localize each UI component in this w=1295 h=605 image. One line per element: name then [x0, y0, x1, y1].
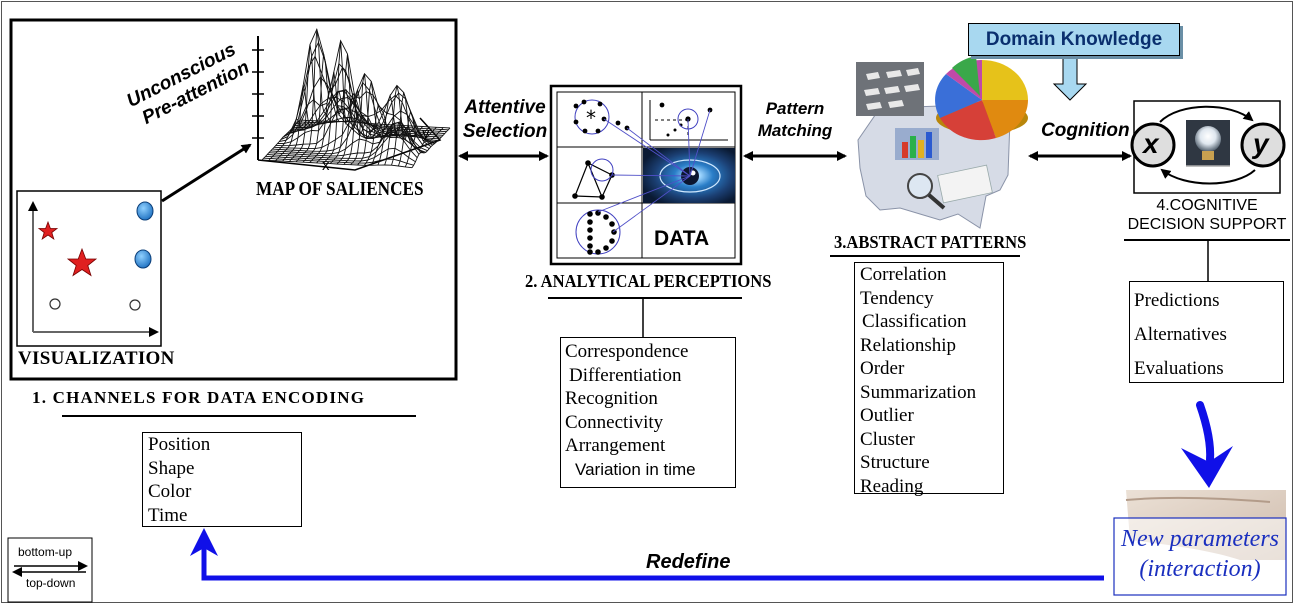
- abstract-patterns-collage: [856, 56, 1028, 229]
- new-parameters-label[interactable]: New parameters (interaction): [1114, 524, 1286, 584]
- circle-icon: [129, 299, 141, 311]
- data-cell-label: DATA: [654, 227, 710, 250]
- channel-item: Shape: [148, 457, 195, 479]
- pattern-item: Cluster: [860, 428, 915, 450]
- lightbulb-icon: [1195, 126, 1221, 152]
- channel-item: Time: [148, 504, 188, 526]
- stage4-title-line-2: DECISION SUPPORT: [1127, 216, 1287, 233]
- perception-item: Arrangement: [565, 435, 666, 456]
- pattern-item: Tendency: [860, 287, 934, 309]
- surface-plot-icon: [252, 27, 451, 171]
- cognitive-y-label: y: [1253, 128, 1269, 159]
- perception-item: Variation in time: [575, 459, 696, 479]
- encoding-channels-list: Position Shape Color Time: [142, 432, 302, 527]
- preattention-arrow: [161, 143, 252, 203]
- new-parameters-box[interactable]: [1113, 517, 1287, 596]
- pattern-line-2: Matching: [757, 121, 833, 140]
- circle-icon: [136, 201, 154, 221]
- redefine-arrow: [190, 528, 1104, 581]
- cognition-label: Cognition: [1041, 120, 1130, 141]
- pattern-item: Correlation: [860, 264, 947, 285]
- pattern-line-1: Pattern: [765, 99, 825, 118]
- surface-axis-y: y: [422, 125, 430, 142]
- channel-item: Position: [148, 434, 211, 455]
- stage1-title: 1. CHANNELS FOR DATA ENCODING: [32, 388, 366, 407]
- attentive-line-2: Selection: [462, 121, 548, 142]
- feedback-down-arrow: [1181, 401, 1233, 488]
- stage2-title: 2. ANALYTICAL PERCEPTIONS: [525, 271, 772, 291]
- stage4-title-line-1: 4.COGNITIVE: [1156, 197, 1258, 214]
- pattern-item: Order: [860, 358, 905, 379]
- surface-axis-x: x: [322, 157, 330, 174]
- pattern-item: Classification: [862, 311, 967, 332]
- pattern-matching-label: Pattern Matching: [754, 98, 836, 142]
- cognitive-x-label: x: [1143, 128, 1159, 159]
- svg-text:*: *: [586, 106, 596, 130]
- analytical-perceptions-list: Correspondence Differentiation Recogniti…: [560, 337, 736, 488]
- circle-icon: [49, 298, 61, 310]
- pie-chart-icon: [935, 56, 1028, 141]
- domain-knowledge-box: Domain Knowledge: [968, 23, 1180, 56]
- redefine-label: Redefine: [646, 551, 731, 573]
- cognitive-box: [1130, 100, 1286, 194]
- abstract-patterns-list: Correlation Tendency Classification Rela…: [854, 262, 1004, 497]
- star-icon: [66, 247, 98, 277]
- perception-item: Recognition: [565, 388, 658, 409]
- stage4-title: 4.COGNITIVE DECISION SUPPORT: [1124, 196, 1290, 234]
- attentive-selection-label: Attentive Selection: [460, 96, 550, 144]
- new-parameters-line-1: New parameters: [1121, 526, 1279, 552]
- pattern-item: Structure: [860, 452, 930, 473]
- pattern-item: Reading: [860, 475, 924, 497]
- new-parameters-line-2: (interaction): [1139, 556, 1261, 582]
- perception-item: Connectivity: [565, 411, 664, 433]
- domain-knowledge-arrow: [1052, 54, 1088, 101]
- star-icon: [37, 220, 59, 240]
- legend-top-down: top-down: [26, 576, 76, 590]
- legend-bottom-up: bottom-up: [18, 545, 73, 559]
- decision-item: Predictions: [1134, 290, 1220, 311]
- perception-grid: *: [549, 84, 743, 266]
- legend: [7, 537, 93, 603]
- perception-item: Correspondence: [565, 341, 689, 362]
- perception-item: Differentiation: [569, 364, 682, 386]
- circle-icon: [134, 249, 152, 269]
- pattern-item: Summarization: [860, 381, 977, 403]
- decision-item: Evaluations: [1134, 358, 1224, 379]
- channel-item: Color: [148, 481, 192, 502]
- stage3-title: 3.ABSTRACT PATTERNS: [834, 232, 1027, 252]
- decision-item: Alternatives: [1134, 324, 1227, 345]
- visualization-scatter: [16, 190, 162, 347]
- map-of-saliences-label: MAP OF SALIENCES: [256, 178, 424, 200]
- attentive-line-1: Attentive: [464, 97, 546, 118]
- decision-support-list: Predictions Alternatives Evaluations: [1129, 281, 1284, 383]
- pattern-item: Relationship: [860, 334, 957, 356]
- visualization-label: VISUALIZATION: [18, 348, 175, 369]
- stage1-frame: [9, 18, 458, 381]
- pattern-item: Outlier: [860, 405, 914, 426]
